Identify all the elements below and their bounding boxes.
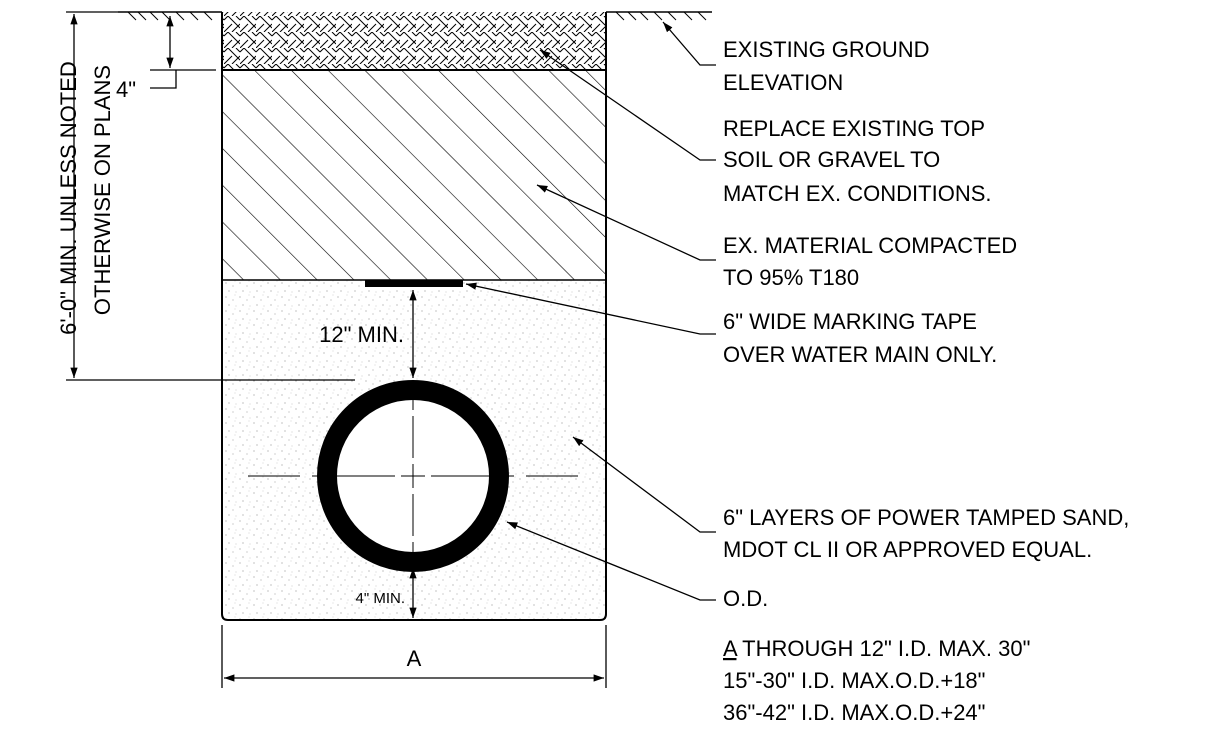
topsoil-dimension [150,16,216,89]
topsoil-depth-text: 4" [116,77,136,102]
width-notes: A THROUGH 12" I.D. MAX. 30" 15"-30" I.D.… [723,636,1030,725]
compacted-backfill-layer [222,70,606,280]
tape-label-2: OVER WATER MAIN ONLY. [723,342,997,367]
width-note-line1-rest: THROUGH 12" I.D. MAX. 30" [736,636,1030,661]
cover-min-text: 12" MIN. [319,322,404,347]
callout-labels: EXISTING GROUND ELEVATION REPLACE EXISTI… [723,37,1129,611]
depth-dimension-text-2: OTHERWISE ON PLANS [90,65,115,315]
bedding-min-text: 4" MIN. [356,590,406,607]
compacted-label-1: EX. MATERIAL COMPACTED [723,233,1017,258]
width-note-prefix: A [723,636,738,661]
sand-label-1: 6" LAYERS OF POWER TAMPED SAND, [723,505,1129,530]
topsoil-label-1: REPLACE EXISTING TOP [723,116,985,141]
sand-label-2: MDOT CL II OR APPROVED EQUAL. [723,537,1092,562]
topsoil-label-3: MATCH EX. CONDITIONS. [723,181,992,206]
pipe-centerlines [248,395,578,556]
depth-dimension-text: 6'-0" MIN. UNLESS NOTED [56,61,81,335]
ground-surface [118,11,712,21]
width-label-text: A [407,646,422,671]
topsoil-label-2: SOIL OR GRAVEL TO [723,147,940,172]
tape-label-1: 6" WIDE MARKING TAPE [723,309,977,334]
width-note-line3: 36"-42" I.D. MAX.O.D.+24" [723,700,985,725]
width-dimension [221,625,607,688]
ground-label-2: ELEVATION [723,70,843,95]
depth-dimension [66,11,355,381]
width-note-line1: A THROUGH 12" I.D. MAX. 30" [723,636,1030,661]
topsoil-layer [222,12,606,70]
trench-outline [221,12,607,621]
compacted-label-2: TO 95% T180 [723,265,859,290]
depth-text-line1: 6'-0" MIN. UNLESS NOTED [56,61,81,335]
width-note-line2: 15"-30" I.D. MAX.O.D.+18" [723,668,985,693]
depth-text-line2: OTHERWISE ON PLANS [90,65,115,315]
ground-label-1: EXISTING GROUND [723,37,930,62]
leader-lines [465,21,716,601]
od-label: O.D. [723,586,768,611]
marking-tape [365,280,463,287]
